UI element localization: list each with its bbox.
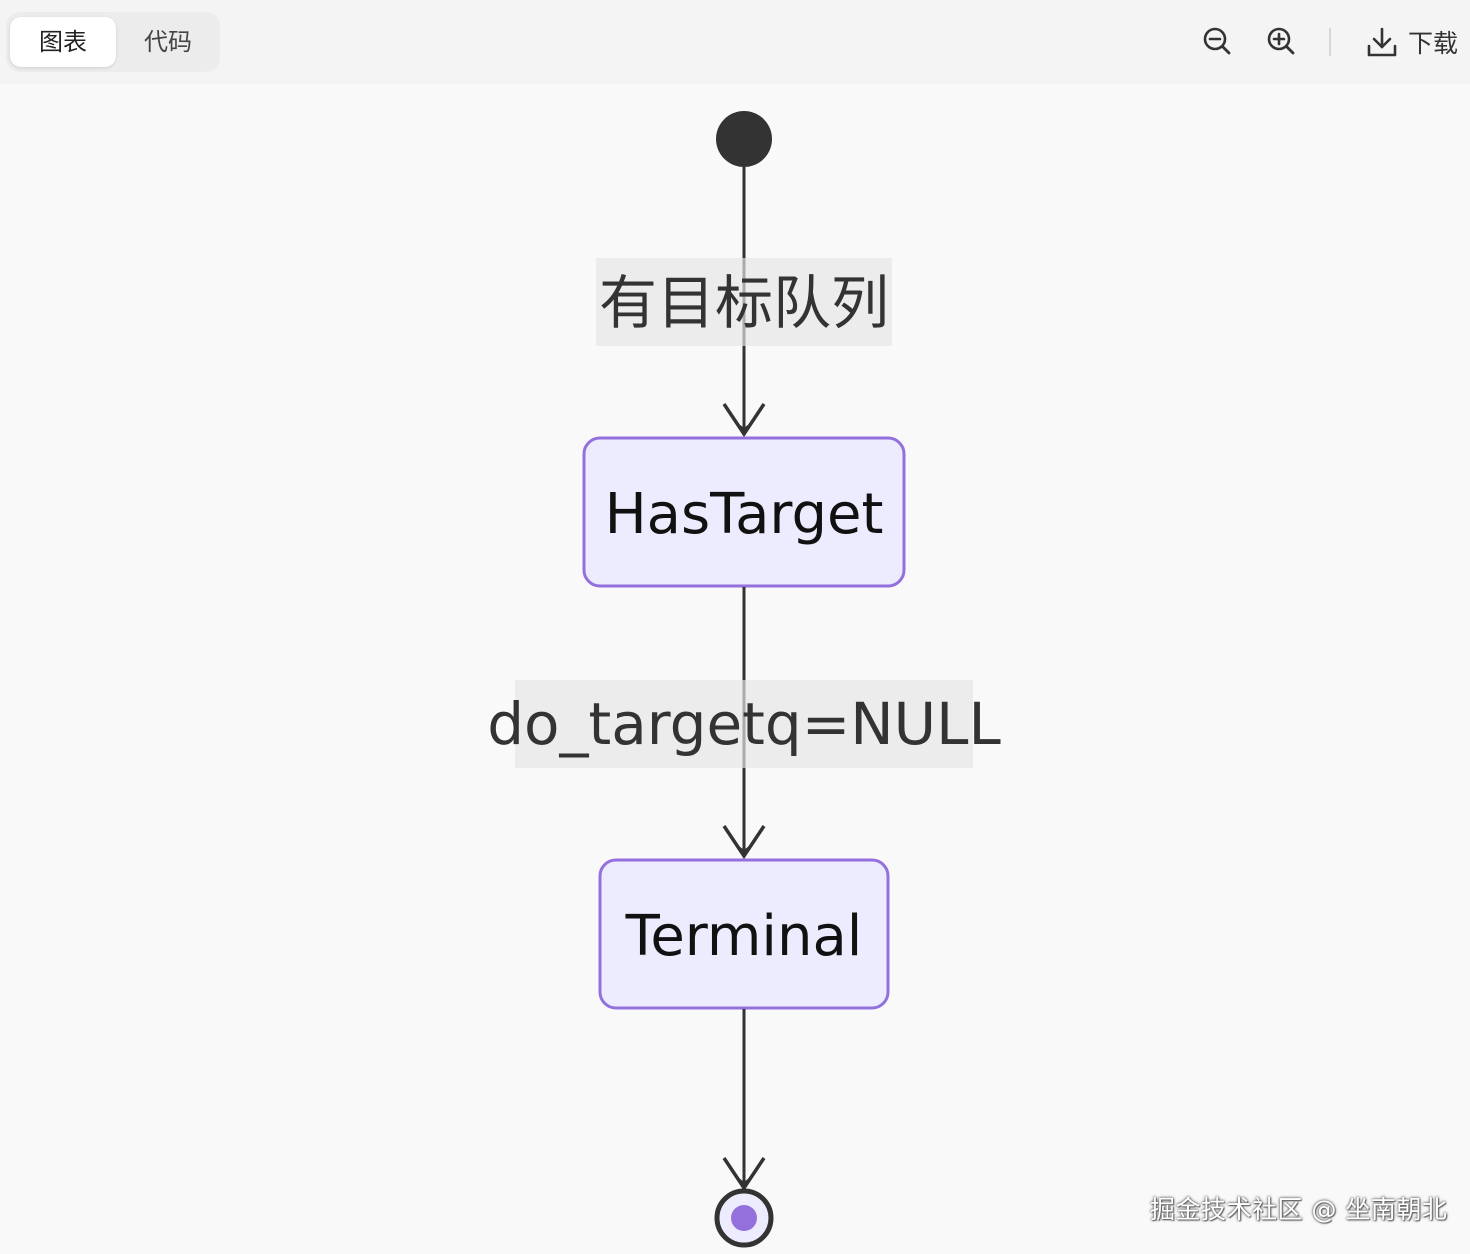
- final-state-node: [714, 1188, 774, 1248]
- transition-label-targetq-null: do_targetq=NULL: [487, 690, 1001, 758]
- diagram-toolbar: 图表 代码 下载: [0, 0, 1470, 84]
- zoom-in-button[interactable]: [1262, 22, 1302, 62]
- tab-diagram[interactable]: 图表: [10, 17, 116, 67]
- download-label: 下载: [1408, 29, 1459, 58]
- download-icon: [1367, 27, 1397, 57]
- edge-label-background-2: [515, 680, 973, 768]
- zoom-out-button[interactable]: [1198, 22, 1238, 62]
- watermark-text: 掘金技术社区 @ 坐南朝北: [1150, 1195, 1448, 1224]
- tab-code[interactable]: 代码: [144, 28, 192, 56]
- view-tab-group: 图表 代码: [6, 12, 220, 72]
- state-hastarget: [582, 436, 906, 588]
- transition-label-has-target-queue: 有目标队列: [599, 269, 889, 337]
- zoom-out-icon: [1203, 27, 1231, 55]
- download-button[interactable]: 下载: [1364, 20, 1458, 64]
- toolbar-separator: [1329, 28, 1331, 56]
- state-terminal-label: Terminal: [625, 904, 863, 969]
- zoom-in-icon: [1267, 27, 1295, 55]
- edge-label-background-1: [596, 258, 892, 346]
- state-hastarget-label: HasTarget: [605, 482, 884, 547]
- state-terminal: [598, 858, 890, 1010]
- initial-state-node: [716, 111, 772, 167]
- transition-terminal-to-end: [722, 1009, 766, 1192]
